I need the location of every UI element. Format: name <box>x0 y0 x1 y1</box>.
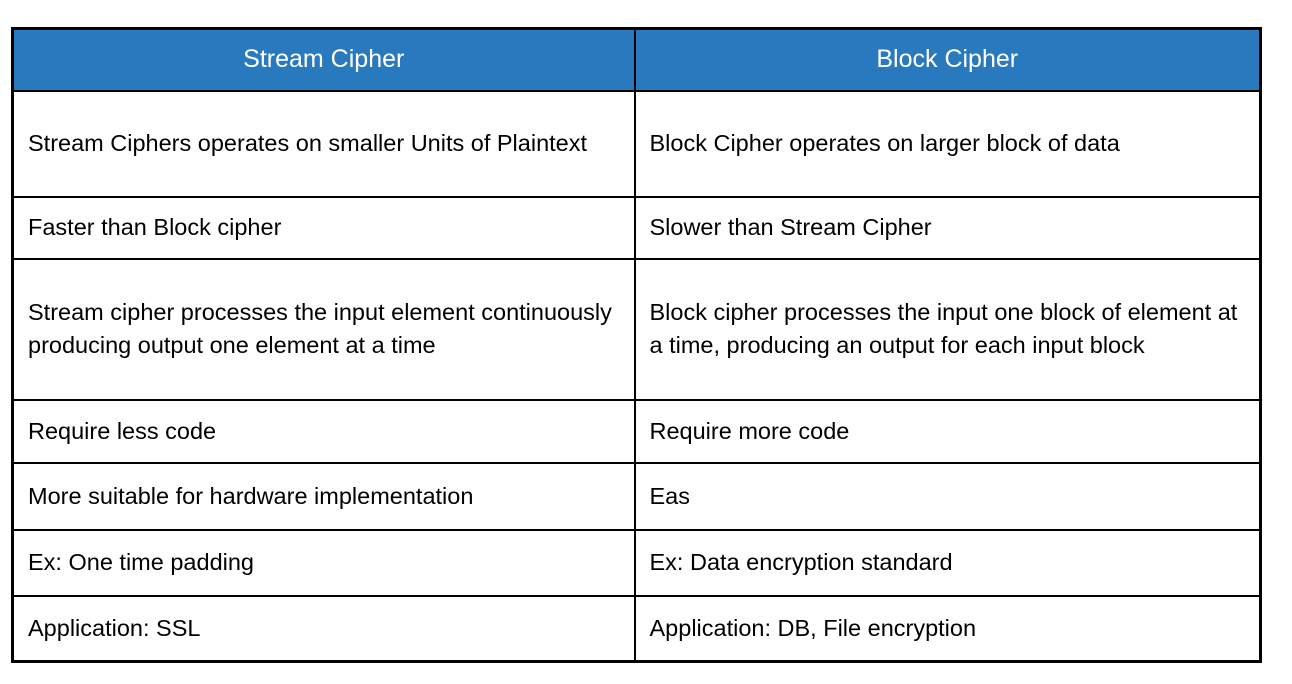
table-row: More suitable for hardware implementatio… <box>11 461 1262 531</box>
table-cell-stream-units: Stream Ciphers operates on smaller Units… <box>11 89 636 198</box>
table-row: Stream Ciphers operates on smaller Units… <box>11 89 1262 198</box>
table-cell-block-application: Application: DB, File encryption <box>633 594 1262 663</box>
table-header-row: Stream Cipher Block Cipher <box>11 27 1262 92</box>
table-cell-block-hardware: Eas <box>633 461 1262 531</box>
table-cell-block-speed: Slower than Stream Cipher <box>633 195 1262 260</box>
column-header-block-cipher: Block Cipher <box>633 27 1262 92</box>
table-cell-stream-application: Application: SSL <box>11 594 636 663</box>
table-cell-stream-processing: Stream cipher processes the input elemen… <box>11 257 636 401</box>
table-row: Application: SSL Application: DB, File e… <box>11 594 1262 663</box>
table-cell-stream-speed: Faster than Block cipher <box>11 195 636 260</box>
table-cell-block-example: Ex: Data encryption standard <box>633 528 1262 597</box>
table-row: Require less code Require more code <box>11 398 1262 464</box>
table-cell-block-code: Require more code <box>633 398 1262 464</box>
table-row: Faster than Block cipher Slower than Str… <box>11 195 1262 260</box>
column-header-stream-cipher: Stream Cipher <box>11 27 636 92</box>
table-cell-block-units: Block Cipher operates on larger block of… <box>633 89 1262 198</box>
table-cell-stream-example: Ex: One time padding <box>11 528 636 597</box>
table-cell-stream-code: Require less code <box>11 398 636 464</box>
cipher-comparison-table: Stream Cipher Block Cipher Stream Cipher… <box>11 27 1262 663</box>
table-row: Stream cipher processes the input elemen… <box>11 257 1262 401</box>
table-row: Ex: One time padding Ex: Data encryption… <box>11 528 1262 597</box>
table-cell-block-processing: Block cipher processes the input one blo… <box>633 257 1262 401</box>
table-cell-stream-hardware: More suitable for hardware implementatio… <box>11 461 636 531</box>
